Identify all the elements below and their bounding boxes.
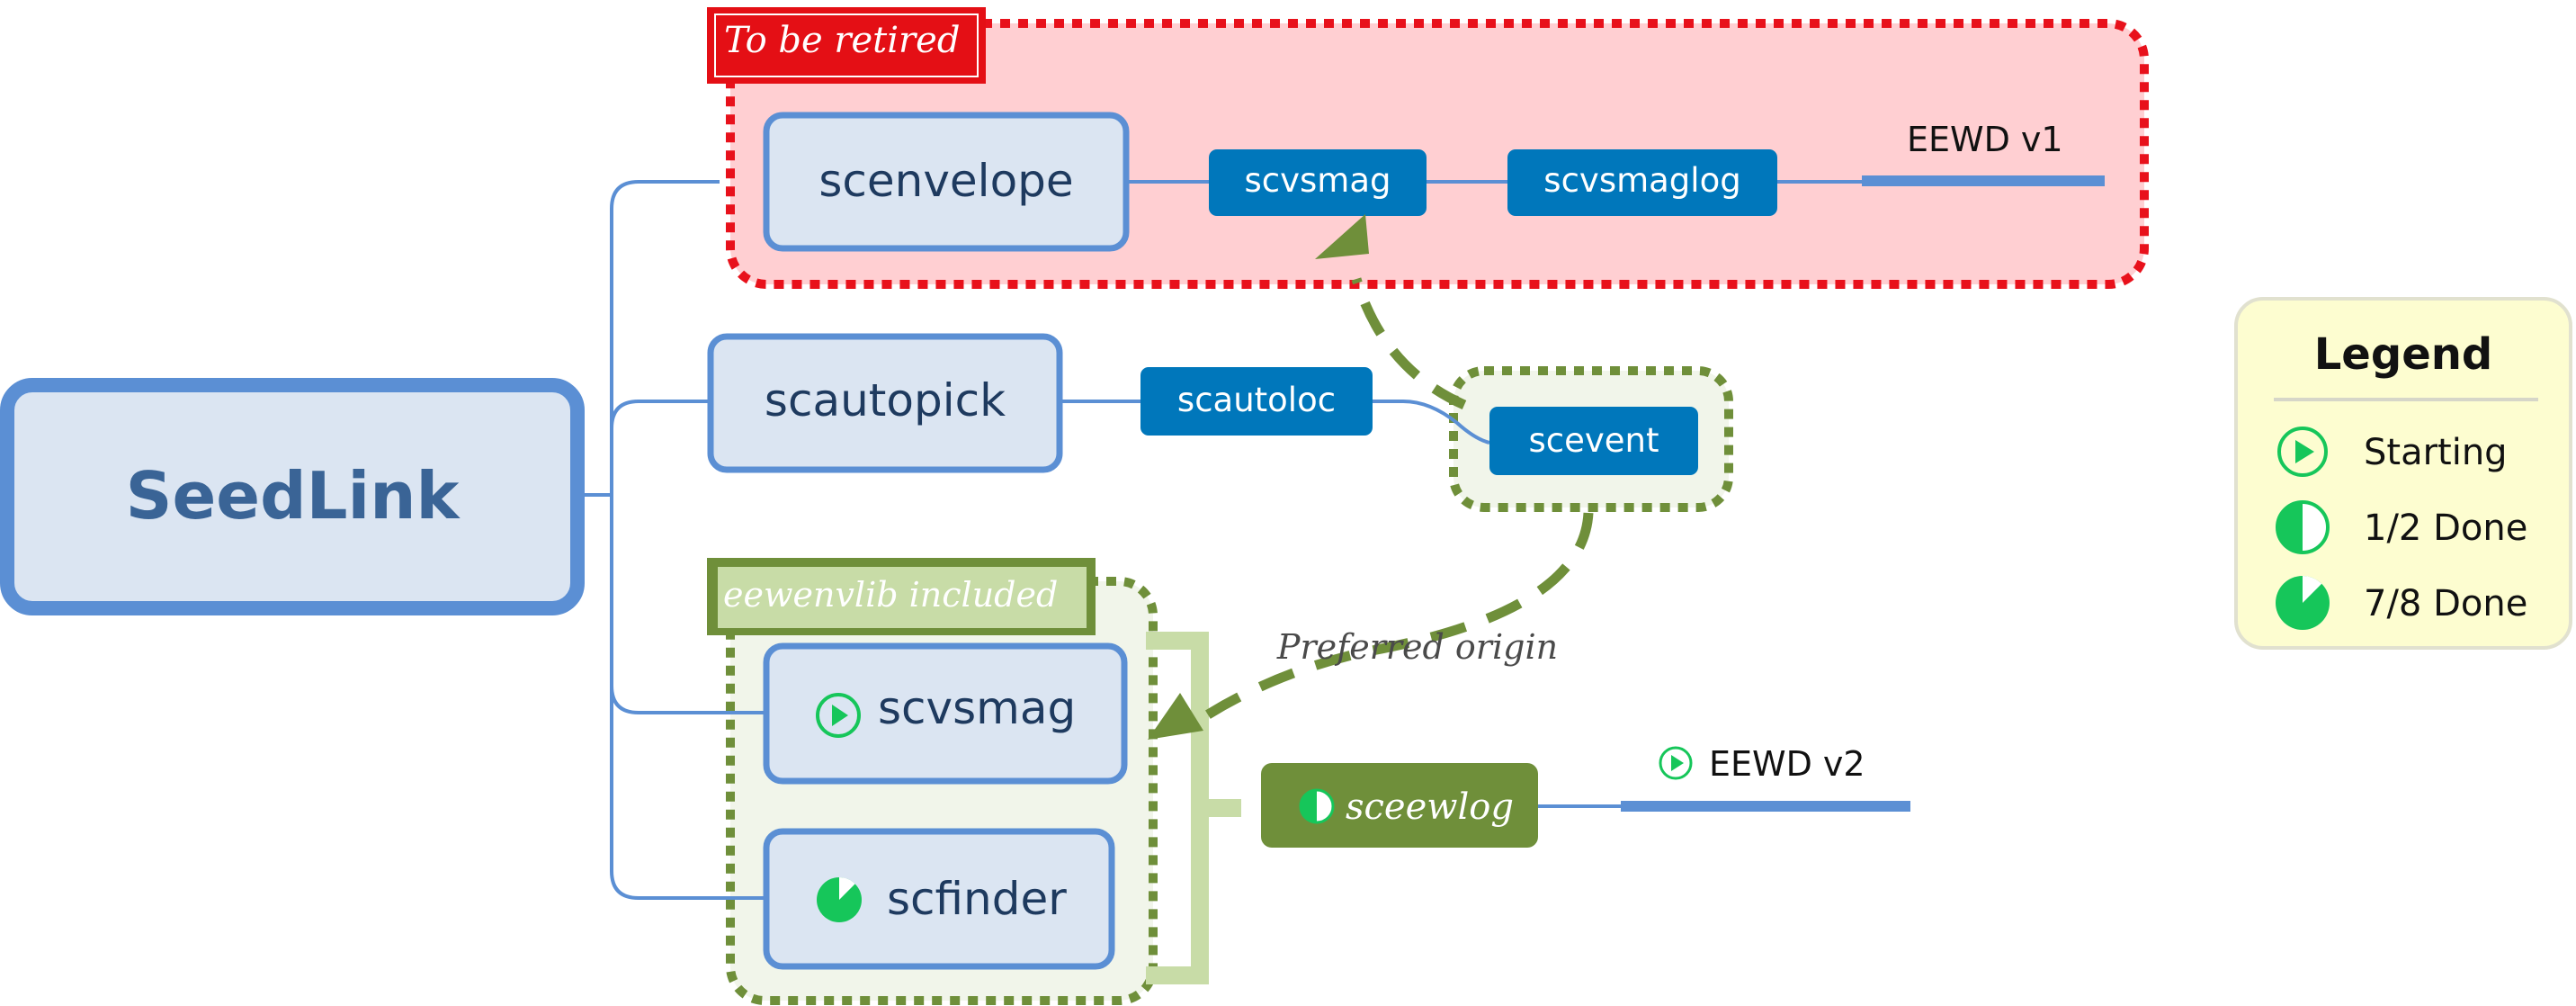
arrow-scevent-to-newscvsmag-line bbox=[1203, 512, 1594, 721]
legend-label-starting: Starting bbox=[2364, 432, 2508, 473]
retired-group-tag bbox=[707, 7, 986, 84]
scfinder-node[interactable] bbox=[763, 828, 1115, 970]
root-branch-spine bbox=[610, 180, 768, 900]
scfinder-label: scfinder bbox=[887, 873, 1067, 925]
branch-scautopick bbox=[610, 400, 711, 429]
legend-label-seven-eighths: 7/8 Done bbox=[2364, 583, 2527, 624]
scautoloc-label: scautoloc bbox=[1177, 381, 1336, 419]
legend-item-starting: Starting bbox=[2277, 427, 2508, 477]
scevent-chip[interactable] bbox=[1489, 407, 1698, 475]
retired-group-tag-inner-border bbox=[714, 13, 979, 77]
scautopick-label: scautopick bbox=[765, 374, 1006, 427]
sceewlog-chip[interactable] bbox=[1261, 763, 1538, 848]
eewd-v2-bar bbox=[1621, 801, 1910, 812]
scenvelope-label: scenvelope bbox=[818, 155, 1073, 207]
branch-scvsmag bbox=[610, 685, 768, 714]
arrow-scevent-to-newscvsmag-head bbox=[1148, 693, 1203, 740]
scvsmaglog-label: scvsmaglog bbox=[1543, 161, 1740, 200]
retired-group-label: To be retired bbox=[724, 20, 960, 61]
seven-eighths-pie-icon bbox=[2276, 576, 2330, 630]
scvsmaglog-chip[interactable] bbox=[1507, 149, 1777, 216]
legend: Legend Starting 1/2 Done 7/8 Done bbox=[2234, 297, 2572, 650]
play-circle-icon bbox=[816, 693, 861, 738]
eewd-v1-bar bbox=[1862, 175, 2105, 186]
edge-scautoloc-scevent bbox=[1373, 400, 1490, 445]
scevent-label: scevent bbox=[1528, 421, 1659, 460]
eewd-v2-play-circle-icon bbox=[1659, 746, 1693, 780]
play-circle-icon bbox=[2277, 427, 2328, 477]
eewenvlib-group-label: eewenvlib included bbox=[723, 575, 1058, 615]
seedlink-label: SeedLink bbox=[126, 458, 461, 534]
preferred-origin-arrows bbox=[1148, 214, 1594, 740]
preferred-origin-label: Preferred origin bbox=[1276, 627, 1558, 667]
connectors bbox=[579, 180, 1862, 900]
group-bracket bbox=[1146, 632, 1241, 984]
scvsmag-new-label: scvsmag bbox=[878, 682, 1076, 734]
scenvelope-node[interactable] bbox=[763, 112, 1130, 252]
arrow-scevent-to-scvsmag-head bbox=[1315, 214, 1369, 259]
scautoloc-chip[interactable] bbox=[1140, 367, 1373, 436]
legend-title: Legend bbox=[2314, 329, 2493, 380]
eewenvlib-group-tag-inner bbox=[718, 567, 1087, 628]
scvsmag-top-label: scvsmag bbox=[1245, 161, 1391, 200]
eewd-v1-label: EEWD v1 bbox=[1907, 120, 2063, 159]
legend-item-seven-eighths: 7/8 Done bbox=[2276, 576, 2527, 630]
legend-label-half: 1/2 Done bbox=[2364, 507, 2527, 549]
scvsmag-new-node[interactable] bbox=[763, 642, 1128, 785]
seven-eighths-pie-icon bbox=[817, 877, 862, 922]
arrow-scevent-to-scvsmag-line bbox=[1351, 277, 1467, 410]
legend-box bbox=[2234, 297, 2572, 650]
seedlink-node[interactable] bbox=[0, 378, 585, 615]
scautopick-node[interactable] bbox=[707, 333, 1063, 473]
half-pie-icon bbox=[1299, 788, 1335, 824]
eewd-v2-label: EEWD v2 bbox=[1709, 744, 1865, 784]
sceewlog-label: sceewlog bbox=[1346, 786, 1514, 828]
scvsmag-top-chip[interactable] bbox=[1209, 149, 1427, 216]
half-pie-icon bbox=[2276, 500, 2330, 554]
legend-item-half: 1/2 Done bbox=[2276, 500, 2527, 554]
